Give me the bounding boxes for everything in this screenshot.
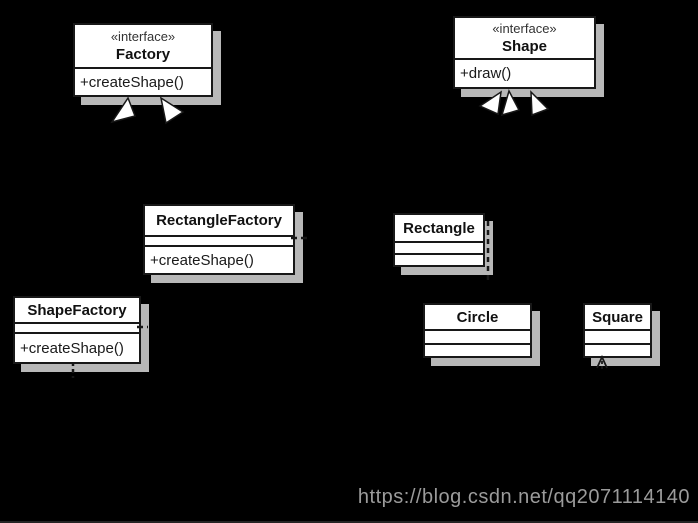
- class-box-square: Square: [583, 303, 652, 358]
- empty-attributes-compartment: [585, 329, 650, 343]
- realization-arrowhead-icon: [530, 90, 550, 117]
- bottom-edge-strip: [0, 521, 698, 523]
- class-box-circle: Circle: [423, 303, 532, 358]
- empty-attributes-compartment: [15, 322, 139, 332]
- method-label: +draw(): [455, 58, 594, 87]
- interface-box-shape: «interface» Shape +draw(): [453, 16, 596, 89]
- realization-arrowhead-icon: [159, 96, 185, 125]
- empty-attributes-compartment: [395, 241, 483, 253]
- realization-arrowhead-icon: [500, 89, 521, 117]
- box-header: «interface» Shape: [455, 18, 594, 58]
- empty-methods-compartment: [585, 343, 650, 356]
- watermark-url: https://blog.csdn.net/qq2071114140: [357, 486, 690, 508]
- class-name: RectangleFactory: [156, 212, 282, 229]
- realization-arrowhead-icon: [478, 90, 502, 116]
- realization-arrowhead-icon: [110, 96, 137, 124]
- method-label: +createShape(): [145, 245, 293, 273]
- dependency-arrowhead-icon: [596, 354, 608, 369]
- class-box-rectangle: Rectangle: [393, 213, 485, 267]
- class-name: Circle: [456, 308, 499, 326]
- class-box-shape-factory: ShapeFactory +createShape(): [13, 296, 141, 364]
- stereotype-label: «interface»: [110, 29, 176, 44]
- class-name: Rectangle: [403, 219, 475, 237]
- class-name: Factory: [115, 46, 171, 63]
- empty-attributes-compartment: [425, 329, 530, 343]
- class-name: Square: [592, 308, 643, 326]
- class-name: Shape: [501, 38, 547, 55]
- empty-attributes-compartment: [145, 235, 293, 245]
- method-label: +createShape(): [15, 332, 139, 362]
- empty-methods-compartment: [395, 253, 483, 265]
- stereotype-label: «interface»: [492, 21, 557, 36]
- class-box-rectangle-factory: RectangleFactory +createShape(): [143, 204, 295, 275]
- interface-box-factory: «interface» Factory +createShape(): [73, 23, 213, 97]
- method-label: +createShape(): [75, 67, 211, 95]
- empty-methods-compartment: [425, 343, 530, 356]
- class-name: ShapeFactory: [27, 301, 127, 319]
- box-header: «interface» Factory: [75, 25, 211, 67]
